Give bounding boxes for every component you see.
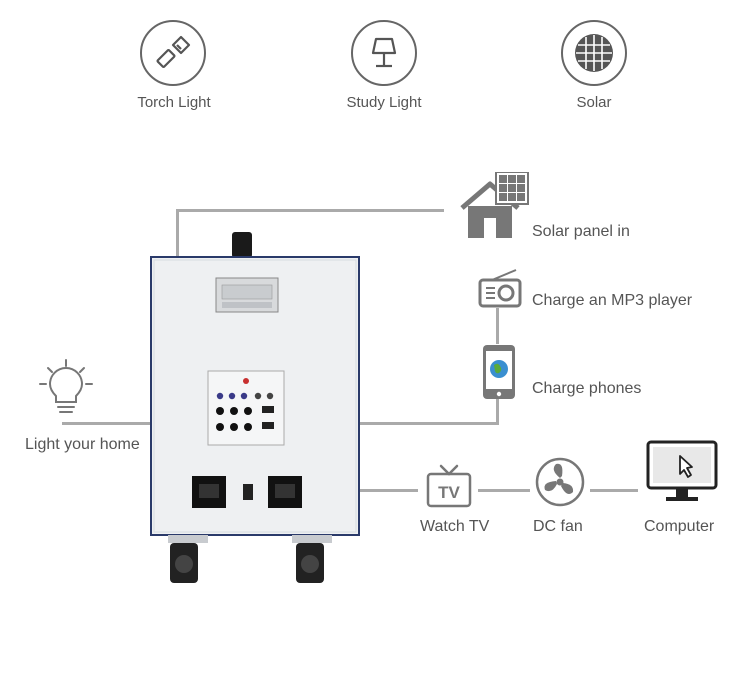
house-solar-icon <box>458 172 530 240</box>
solar-panel-in-label: Solar panel in <box>532 223 630 240</box>
light-your-home-label: Light your home <box>25 436 140 453</box>
fan-icon <box>534 456 586 508</box>
power-station <box>150 230 360 590</box>
study-light-icon-circle <box>351 20 417 86</box>
watch-tv-label: Watch TV <box>420 518 490 535</box>
smartphone-icon <box>482 344 516 400</box>
solar-panel-icon <box>575 34 613 72</box>
torch-light-icon-circle <box>140 20 206 86</box>
tv-line <box>314 489 418 492</box>
solar-line-vertical <box>176 209 179 267</box>
phone-line-lower <box>496 398 499 423</box>
charge-mp3-label: Charge an MP3 player <box>532 292 693 309</box>
fan-computer-line <box>590 489 638 492</box>
solar-label: Solar <box>576 94 612 111</box>
svg-text:TV: TV <box>438 483 460 502</box>
tv-fan-line <box>478 489 530 492</box>
tv-icon: TV <box>426 464 472 510</box>
computer-label: Computer <box>644 518 715 535</box>
solar-line-horizontal <box>176 209 444 212</box>
computer-monitor-icon <box>646 440 718 504</box>
phone-line-vertical <box>496 308 499 344</box>
solar-icon-circle <box>561 20 627 86</box>
lamp-icon <box>371 37 397 68</box>
torch-light-label: Torch Light <box>137 94 211 111</box>
dc-fan-label: DC fan <box>533 518 583 535</box>
radio-icon <box>478 268 522 308</box>
torch-icon <box>156 35 191 69</box>
light-bulb-icon <box>38 358 94 422</box>
study-light-label: Study Light <box>346 94 422 111</box>
charge-phones-label: Charge phones <box>532 380 642 397</box>
